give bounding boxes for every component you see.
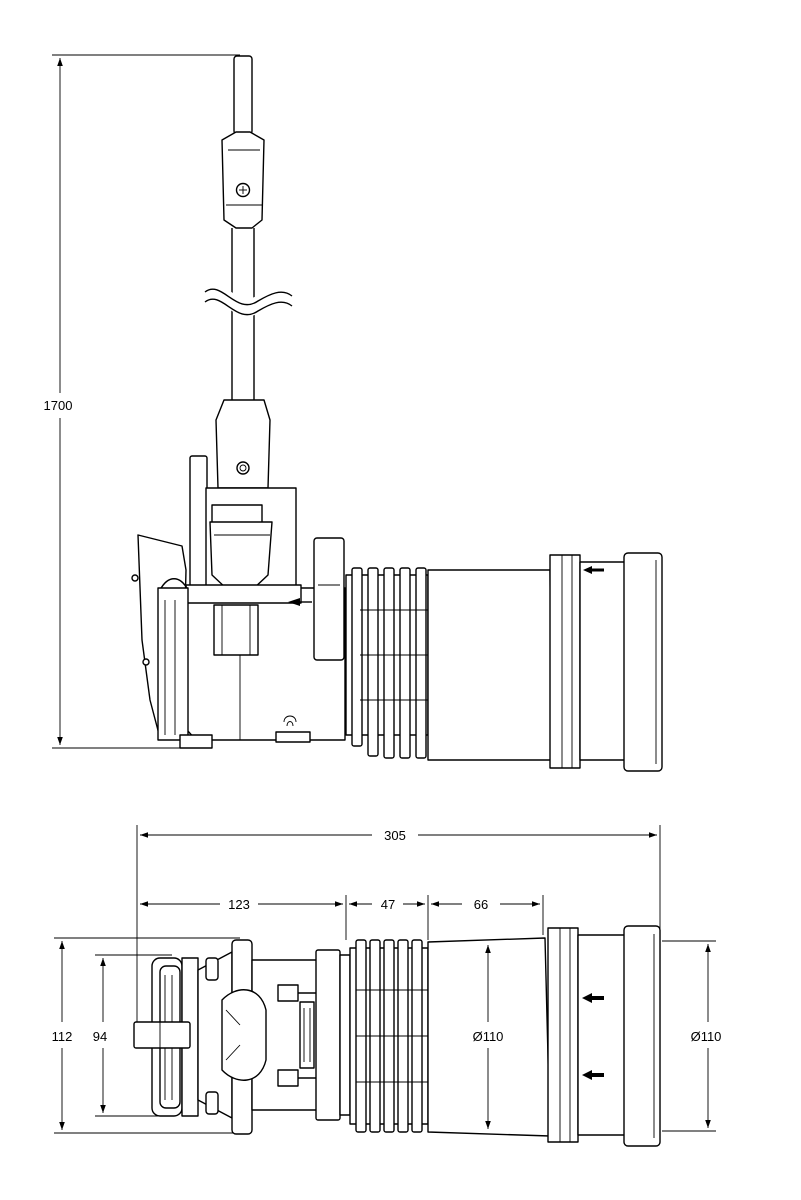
- plan-float: [133, 957, 199, 1117]
- overall-width-label: 112: [52, 1029, 73, 1044]
- total-height-label: 1700: [44, 398, 73, 413]
- flange-width-label: 94: [93, 1029, 107, 1044]
- label-plate: [299, 1001, 315, 1069]
- corrugated-length-label: 47: [381, 897, 395, 912]
- outlet-diameter-label: Ø110: [473, 1029, 504, 1044]
- dimension-flange-width: 94: [93, 954, 172, 1117]
- lever: [313, 537, 345, 661]
- plan-outlet-pipe: [427, 925, 661, 1147]
- outlet-pipe: [427, 552, 663, 772]
- dimension-total-length: 305: [136, 825, 661, 1030]
- flow-arrow-icon: [583, 566, 604, 574]
- side-view: 1700: [44, 54, 663, 772]
- plan-body: [197, 939, 351, 1135]
- flow-arrow-icon: [582, 993, 604, 1003]
- dimension-corrugated-length: 47: [349, 895, 429, 940]
- dimension-socket-diameter: Ø110: [662, 940, 722, 1132]
- plan-handle-stub: [133, 1021, 191, 1049]
- dimension-total-height: 1700: [44, 54, 240, 749]
- float-cap: [131, 534, 213, 749]
- dimension-outlet-diameter: Ø110: [473, 945, 504, 1129]
- corrugated-section: [345, 567, 429, 759]
- clamp-bar: [185, 584, 302, 604]
- spigot-length-label: 66: [474, 897, 488, 912]
- pump-body: [185, 537, 346, 748]
- nut-icon: [236, 461, 250, 475]
- plan-view: 305 123 47 66 112: [52, 825, 722, 1147]
- total-length-label: 305: [384, 828, 406, 843]
- plan-corrugated: [349, 939, 429, 1133]
- socket-diameter-label: Ø110: [691, 1029, 722, 1044]
- body-length-label: 123: [228, 897, 250, 912]
- dimension-overall-width: 112: [52, 937, 240, 1134]
- extension-rod: [204, 55, 293, 400]
- dimension-body-length: 123: [140, 895, 347, 940]
- flow-arrow-icon: [582, 1070, 604, 1080]
- handle-clamp: [189, 399, 297, 591]
- dimension-spigot-length: 66: [431, 895, 544, 935]
